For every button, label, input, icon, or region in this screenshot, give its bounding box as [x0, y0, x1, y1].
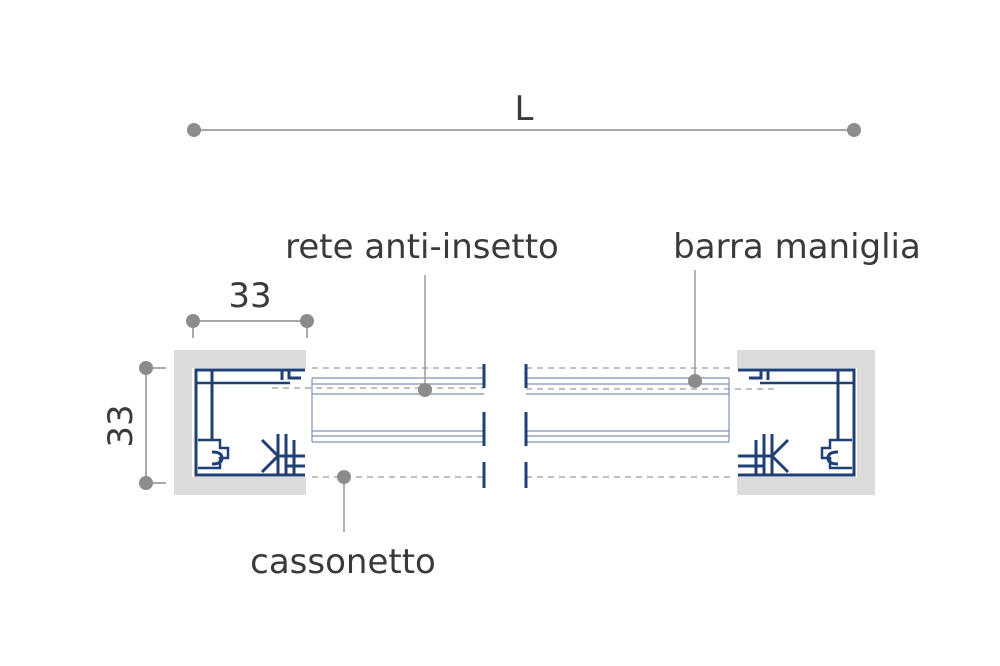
width-end-marker [300, 314, 314, 328]
insect-net-label: rete anti-insetto [285, 227, 559, 267]
handle-bar-marker [688, 374, 702, 388]
height-start-marker [139, 361, 153, 375]
left-box-profile [194, 368, 305, 477]
right-box-profile [738, 368, 856, 477]
width-start-marker [186, 314, 200, 328]
handle-bar-right [526, 377, 730, 443]
dashed-reference-lines [272, 367, 775, 478]
length-label: L [515, 89, 534, 129]
length-end-marker [847, 123, 861, 137]
handle-bar-label: barra maniglia [673, 227, 921, 267]
insect-net-callout: rete anti-insetto [285, 227, 559, 397]
length-dimension: L [187, 89, 861, 137]
profile-height-label: 33 [101, 404, 141, 447]
right-wall [737, 350, 875, 495]
left-wall [174, 350, 306, 495]
length-start-marker [187, 123, 201, 137]
box-callout: cassonetto [250, 470, 436, 582]
height-end-marker [139, 476, 153, 490]
profile-width-label: 33 [228, 276, 271, 316]
box-label: cassonetto [250, 542, 436, 582]
break-marks [482, 364, 528, 488]
profile-height-dimension: 33 [101, 361, 166, 490]
insect-net-marker [418, 383, 432, 397]
insect-net-left [311, 377, 484, 443]
handle-bar-callout: barra maniglia [673, 227, 921, 388]
profile-width-dimension: 33 [186, 276, 314, 338]
box-marker [337, 470, 351, 484]
